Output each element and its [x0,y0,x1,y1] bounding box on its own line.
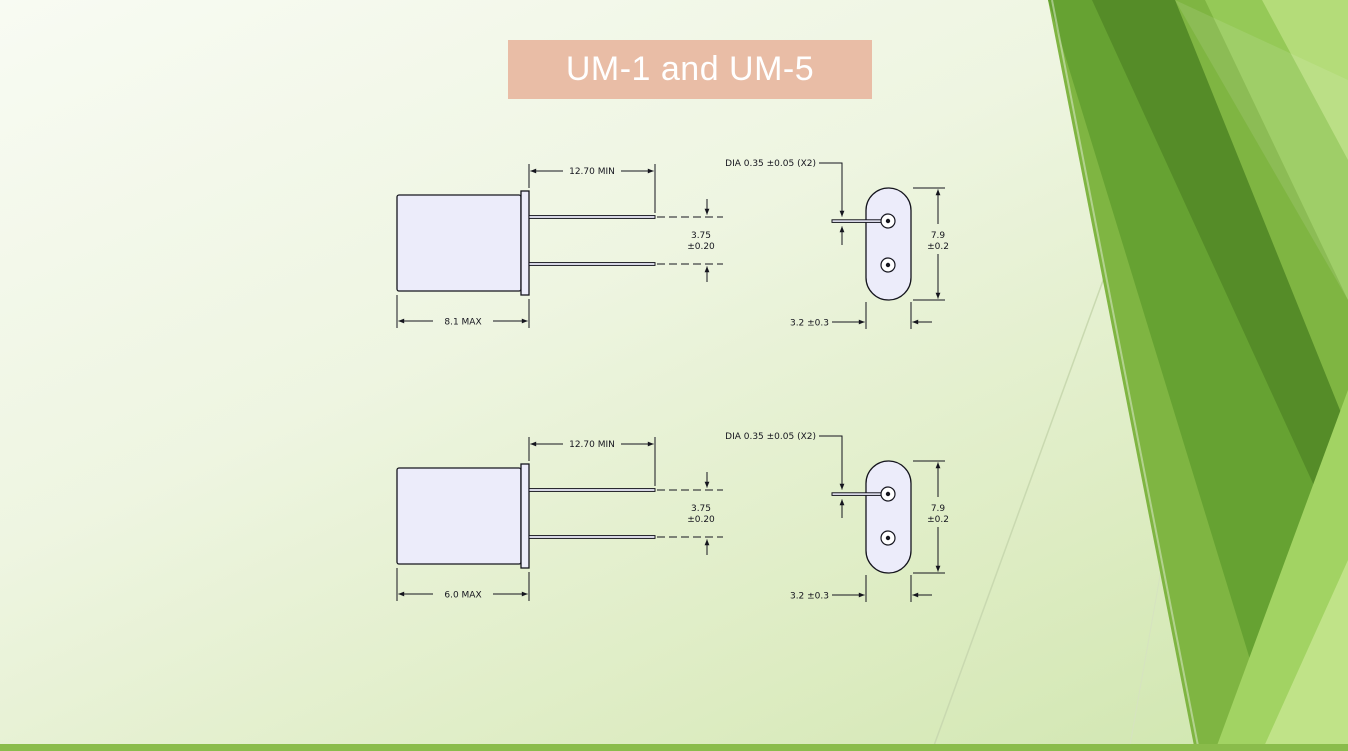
dim-end-width-lines [832,575,932,602]
dim-end-height-lines [913,187,945,301]
dim-pin-diameter-label: DIA 0.35 ±0.05 (X2) [725,432,816,442]
dim-body-width-label: 6.0 MAX [444,591,481,601]
dim-end-height-label-2: ±0.2 [927,242,949,252]
dim-lead-length-lines [528,164,656,213]
dim-lead-spacing-label-2: ±0.20 [687,515,715,525]
title-banner: UM-1 and UM-5 [508,40,872,99]
dim-lead-spacing-lines [657,472,723,555]
dim-lead-length-label: 12.70 MIN [569,440,615,450]
crystal-flange [520,190,530,296]
dim-pin-diameter-label: DIA 0.35 ±0.05 (X2) [725,159,816,169]
lead-bottom [528,262,656,266]
dim-end-width-label: 3.2 ±0.3 [790,592,829,602]
technical-drawing-um1: 12.70 MIN 3.75 ±0.20 8.1 MAX DIA 0.35 ±0… [396,159,949,329]
slide-title: UM-1 and UM-5 [565,50,815,88]
dim-body-width-lines [396,568,530,601]
dim-lead-length-lines [528,437,656,486]
dim-lead-spacing-lines [657,199,723,282]
dim-end-height-label-1: 7.9 [931,231,946,241]
pin-bottom-center [885,535,891,541]
dim-pin-diameter-lines [819,162,845,245]
end-view-outline [865,460,912,574]
bottom-strip [0,744,1348,751]
dim-body-width-lines [396,295,530,328]
pin-bottom-center [885,262,891,268]
dim-lead-length-label: 12.70 MIN [569,167,615,177]
pin-top-center [885,491,891,497]
crystal-flange [520,463,530,569]
technical-drawing-um5: 12.70 MIN 3.75 ±0.20 6.0 MAX DIA 0.35 ±0… [396,432,949,602]
crystal-body [396,467,522,565]
dim-end-width-label: 3.2 ±0.3 [790,319,829,329]
dim-end-height-label-2: ±0.2 [927,515,949,525]
lead-bottom [528,535,656,539]
dim-end-height-label-1: 7.9 [931,504,946,514]
end-view-outline [865,187,912,301]
dim-lead-spacing-label-1: 3.75 [691,231,711,241]
dim-end-width-lines [832,302,932,329]
end-view-lead [831,219,883,223]
dim-body-width-label: 8.1 MAX [444,318,481,328]
dim-end-height-lines [913,460,945,574]
facet-shapes [1048,0,1348,751]
crystal-body [396,194,522,292]
dim-lead-spacing-label-2: ±0.20 [687,242,715,252]
lead-top [528,488,656,492]
pin-top-center [885,218,891,224]
dim-pin-diameter-lines [819,435,845,518]
lead-top [528,215,656,219]
end-view-lead [831,492,883,496]
dim-lead-spacing-label-1: 3.75 [691,504,711,514]
